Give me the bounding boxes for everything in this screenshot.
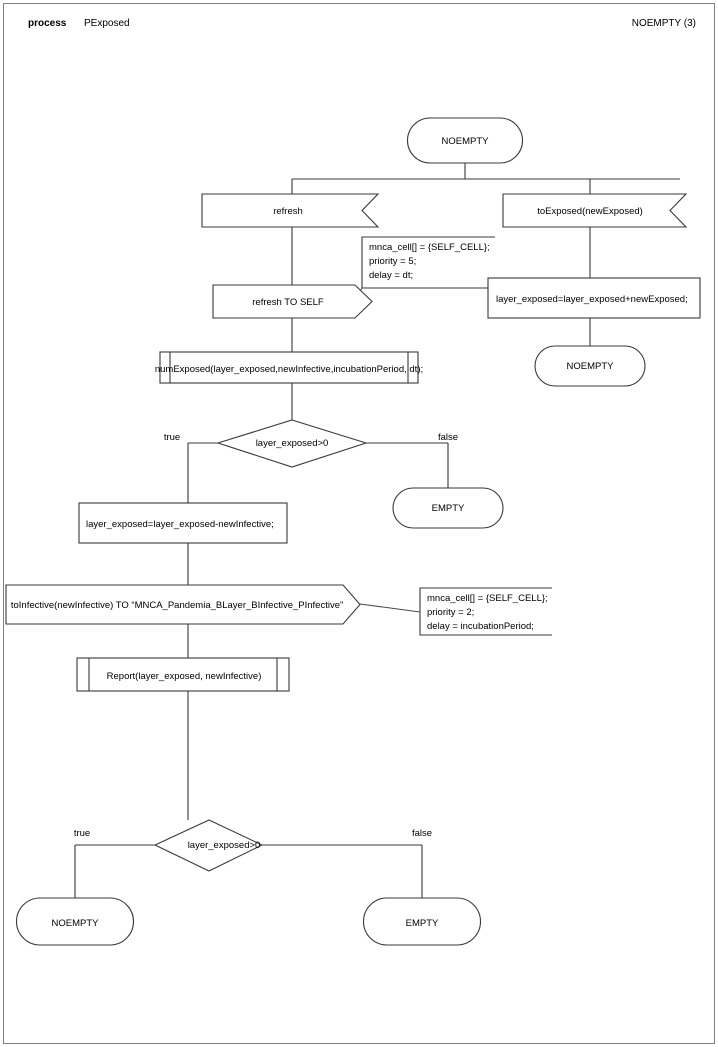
decision-layer-exposed-1[interactable]: layer_exposed>0 true false	[164, 419, 458, 468]
state-noempty-start[interactable]: NOEMPTY	[406, 117, 524, 164]
decision-2-true-label: true	[74, 828, 90, 839]
state-noempty-bottom-label: NOEMPTY	[52, 918, 100, 929]
header-kind: process	[28, 18, 67, 29]
header-page-reference: NOEMPTY (3)	[631, 18, 696, 29]
input-refresh[interactable]: refresh	[201, 193, 380, 228]
procedure-report-label: Report(layer_exposed, newInfective)	[107, 671, 262, 682]
state-empty-bottom-label: EMPTY	[406, 918, 439, 929]
state-noempty-right[interactable]: NOEMPTY	[534, 345, 646, 387]
procedure-numexposed-label: numExposed(layer_exposed,newInfective,in…	[155, 364, 423, 375]
decision-2-false-label: false	[412, 828, 432, 839]
decision-layer-exposed-2[interactable]: layer_exposed>0 true false	[74, 819, 432, 872]
page-border	[3, 3, 715, 1044]
comment-2-line1: mnca_cell[] = {SELF_CELL};	[427, 593, 548, 604]
decision-2-label: layer_exposed>0	[188, 840, 261, 851]
comment-1-line1: mnca_cell[] = {SELF_CELL};	[369, 242, 490, 253]
procedure-report[interactable]: Report(layer_exposed, newInfective)	[76, 657, 290, 692]
state-empty-mid[interactable]: EMPTY	[392, 487, 504, 529]
input-toexposed-label: toExposed(newExposed)	[537, 206, 643, 217]
state-empty-bottom[interactable]: EMPTY	[363, 897, 481, 946]
comment-toinfective-params: mnca_cell[] = {SELF_CELL}; priority = 2;…	[419, 587, 552, 636]
task-add-exposed-label: layer_exposed=layer_exposed+newExposed;	[496, 294, 688, 305]
task-add-exposed[interactable]: layer_exposed=layer_exposed+newExposed;	[487, 277, 701, 319]
state-noempty-right-label: NOEMPTY	[567, 361, 615, 372]
comment-2-line2: priority = 2;	[427, 607, 474, 618]
comment-1-line2: priority = 5;	[369, 256, 416, 267]
decision-1-false-label: false	[438, 432, 458, 443]
task-sub-infective-label: layer_exposed=layer_exposed-newInfective…	[86, 519, 274, 530]
decision-1-label: layer_exposed>0	[256, 438, 329, 449]
header-process-name: PExposed	[84, 18, 130, 29]
input-refresh-label: refresh	[273, 206, 303, 217]
comment-1-line3: delay = dt;	[369, 270, 413, 281]
procedure-numexposed[interactable]: numExposed(layer_exposed,newInfective,in…	[155, 351, 423, 384]
task-sub-infective[interactable]: layer_exposed=layer_exposed-newInfective…	[78, 502, 288, 544]
output-refresh-to-self[interactable]: refresh TO SELF	[212, 284, 373, 319]
input-toexposed[interactable]: toExposed(newExposed)	[502, 193, 688, 228]
comment-2-line3: delay = incubationPeriod;	[427, 621, 534, 632]
output-toinfective[interactable]: toInfective(newInfective) TO “MNCA_Pande…	[5, 584, 361, 625]
state-noempty-start-label: NOEMPTY	[442, 136, 490, 147]
decision-1-true-label: true	[164, 432, 180, 443]
state-noempty-bottom[interactable]: NOEMPTY	[16, 897, 134, 946]
comment-refresh-params: mnca_cell[] = {SELF_CELL}; priority = 5;…	[361, 236, 495, 289]
output-toinfective-label: toInfective(newInfective) TO “MNCA_Pande…	[11, 600, 343, 611]
state-empty-mid-label: EMPTY	[432, 503, 465, 514]
output-refresh-to-self-label: refresh TO SELF	[252, 297, 324, 308]
